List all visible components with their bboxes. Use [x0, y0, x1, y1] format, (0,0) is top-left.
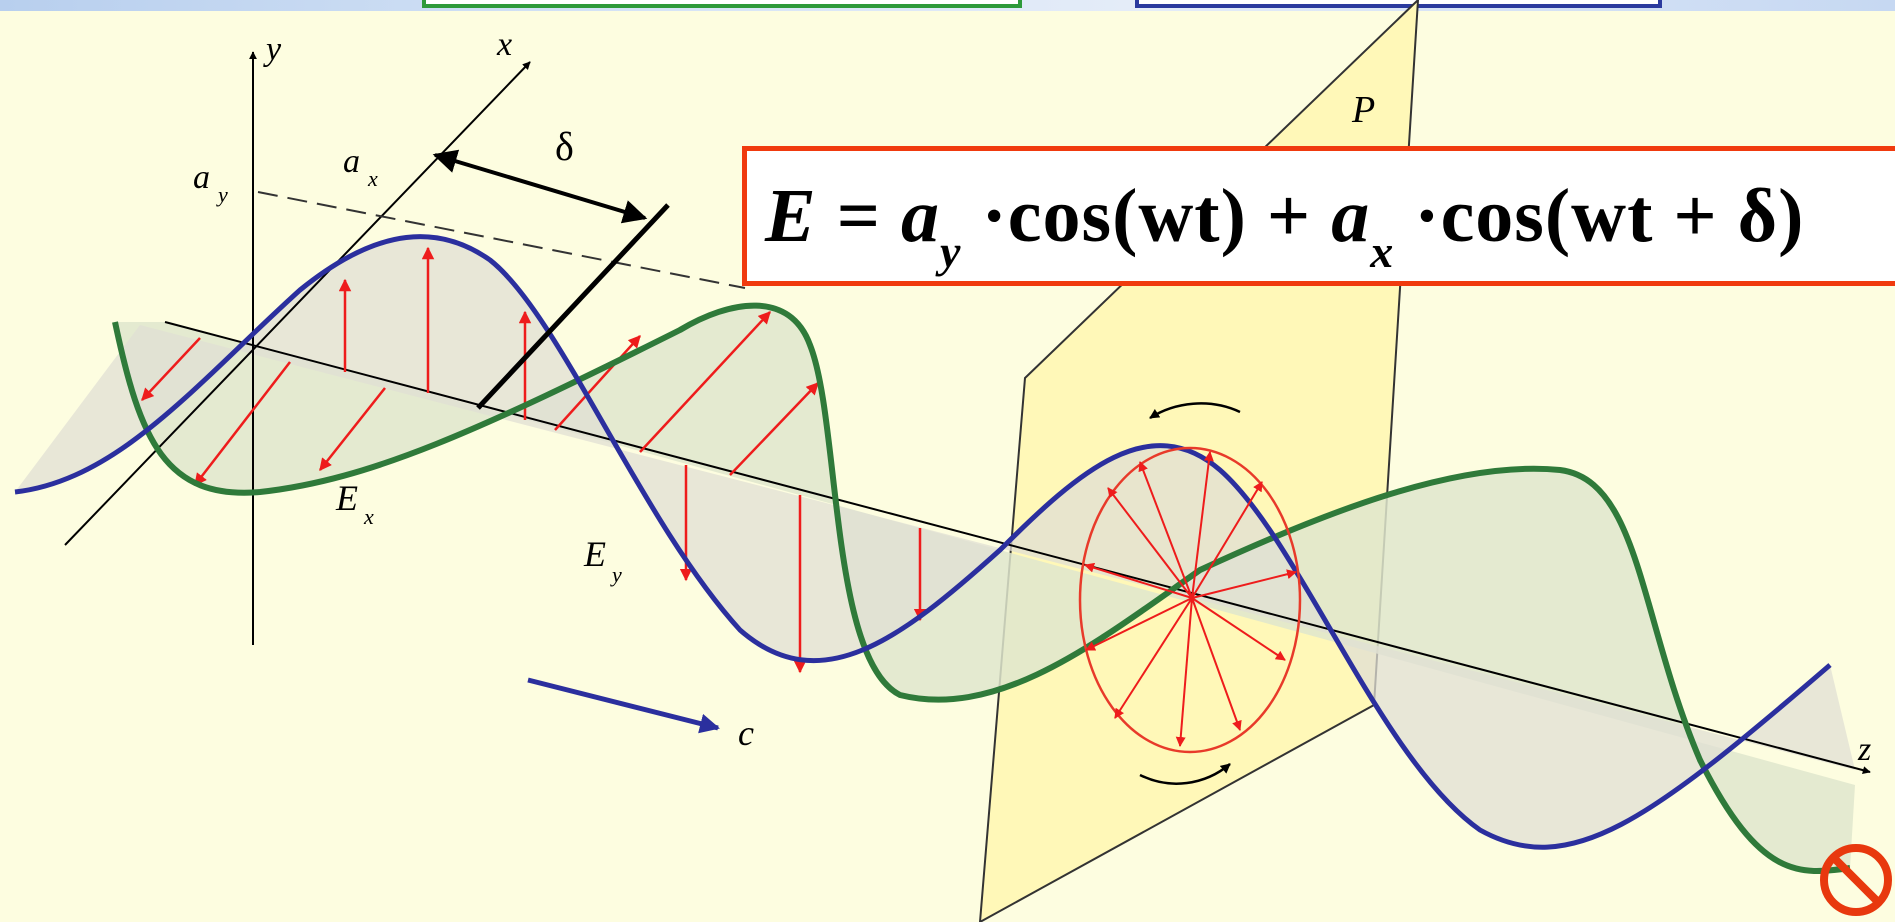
delta-label: δ — [555, 124, 574, 169]
ex-wave — [112, 302, 1851, 874]
formula-a1: a — [901, 173, 941, 258]
formula-term1: ·cos(wt) + — [961, 173, 1332, 258]
z-axis-line — [164, 321, 1871, 775]
ax-label: a — [343, 143, 360, 180]
formula-e: E — [765, 173, 817, 258]
c-label: c — [738, 713, 754, 753]
ay-label: a — [193, 159, 210, 196]
ey-wave-fill — [15, 236, 1855, 848]
formula-term2: ·cos(wt + δ) — [1394, 173, 1805, 258]
ey-sub-label: y — [610, 562, 622, 587]
top-button-left[interactable] — [422, 0, 1022, 8]
polarization-ellipse — [1078, 402, 1302, 785]
x-axis-label: x — [496, 26, 512, 63]
x-axis-line — [64, 61, 531, 546]
formula-box: E = ay ·cos(wt) + ax ·cos(wt + δ) — [742, 146, 1895, 286]
ey-wave — [14, 234, 1832, 850]
polarization-formula: E = ay ·cos(wt) + ax ·cos(wt + δ) — [765, 173, 1805, 277]
propagation-arrow — [527, 677, 720, 734]
y-axis-label: y — [263, 31, 282, 68]
delta-arrow — [432, 149, 648, 224]
ay-dashed-line — [257, 191, 746, 289]
ex-wave-fill — [115, 305, 1855, 872]
top-button-right[interactable] — [1135, 0, 1662, 8]
formula-a2: a — [1331, 173, 1371, 258]
plane-p-label: P — [1351, 89, 1375, 131]
ay-sub-label: y — [216, 182, 228, 207]
ex-field-arrows — [141, 311, 819, 486]
ex-sub-label: x — [363, 504, 374, 529]
ex-label: E — [335, 478, 358, 518]
ax-sub-label: x — [367, 166, 378, 191]
formula-eq: = — [816, 173, 902, 258]
formula-a2-sub: x — [1370, 225, 1395, 277]
ey-label: E — [583, 534, 606, 574]
formula-a1-sub: y — [940, 225, 962, 277]
z-axis-label: z — [1857, 731, 1871, 768]
delta-ref-line — [476, 203, 670, 410]
no-entry-icon[interactable] — [1818, 842, 1894, 918]
